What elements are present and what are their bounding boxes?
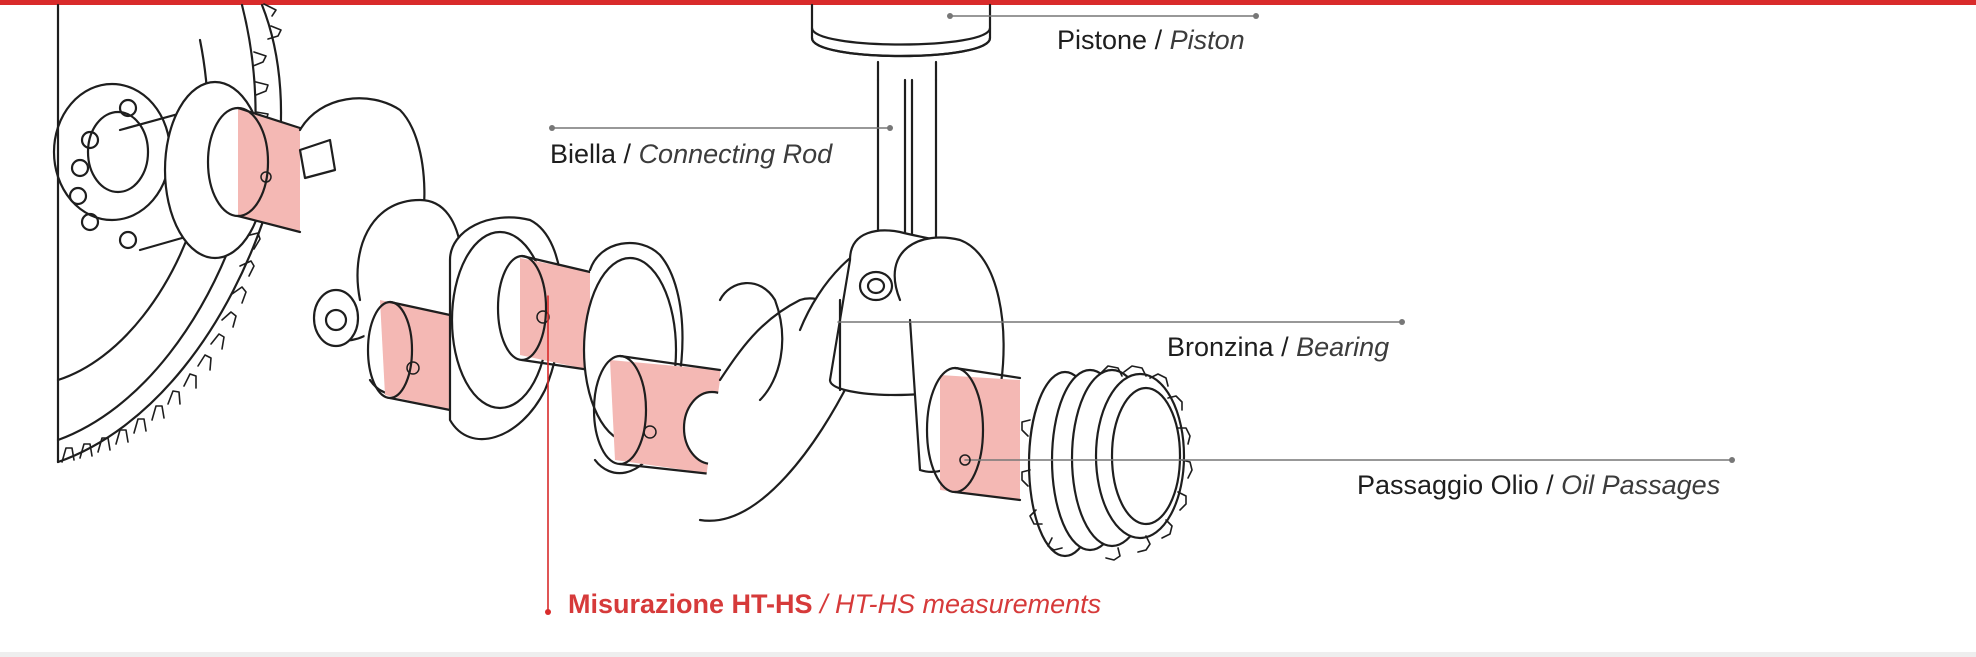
connecting-rod-label-en: Connecting Rod	[638, 139, 833, 169]
connecting-rod-label: Biella / Connecting Rod	[550, 139, 833, 169]
piston-label: Pistone / Piston	[1057, 25, 1245, 55]
oil-passages-label: Passaggio Olio / Oil Passages	[1357, 470, 1721, 500]
oil-passages-label-it: Passaggio Olio	[1357, 470, 1539, 500]
bottom-band	[0, 652, 1976, 657]
piston-label-en: Piston	[1169, 25, 1245, 55]
piston	[810, 3, 992, 58]
measurement-label: Misurazione HT-HS / HT-HS measurements	[568, 589, 1102, 619]
bearing-label-it: Bronzina	[1167, 332, 1274, 362]
top-accent-bar	[0, 0, 1976, 5]
timing-gear	[1021, 365, 1193, 561]
measurement-label-en: HT-HS measurements	[835, 589, 1102, 619]
measurement-label-it: Misurazione HT-HS	[568, 589, 813, 619]
connecting-rod-label-it: Biella	[550, 139, 617, 169]
flywheel-gear	[52, 3, 283, 464]
oil-passages-label-en: Oil Passages	[1561, 470, 1721, 500]
bearing-label-en: Bearing	[1296, 332, 1390, 362]
piston-label-it: Pistone	[1057, 25, 1148, 55]
bearing-label: Bronzina / Bearing	[1167, 332, 1390, 362]
